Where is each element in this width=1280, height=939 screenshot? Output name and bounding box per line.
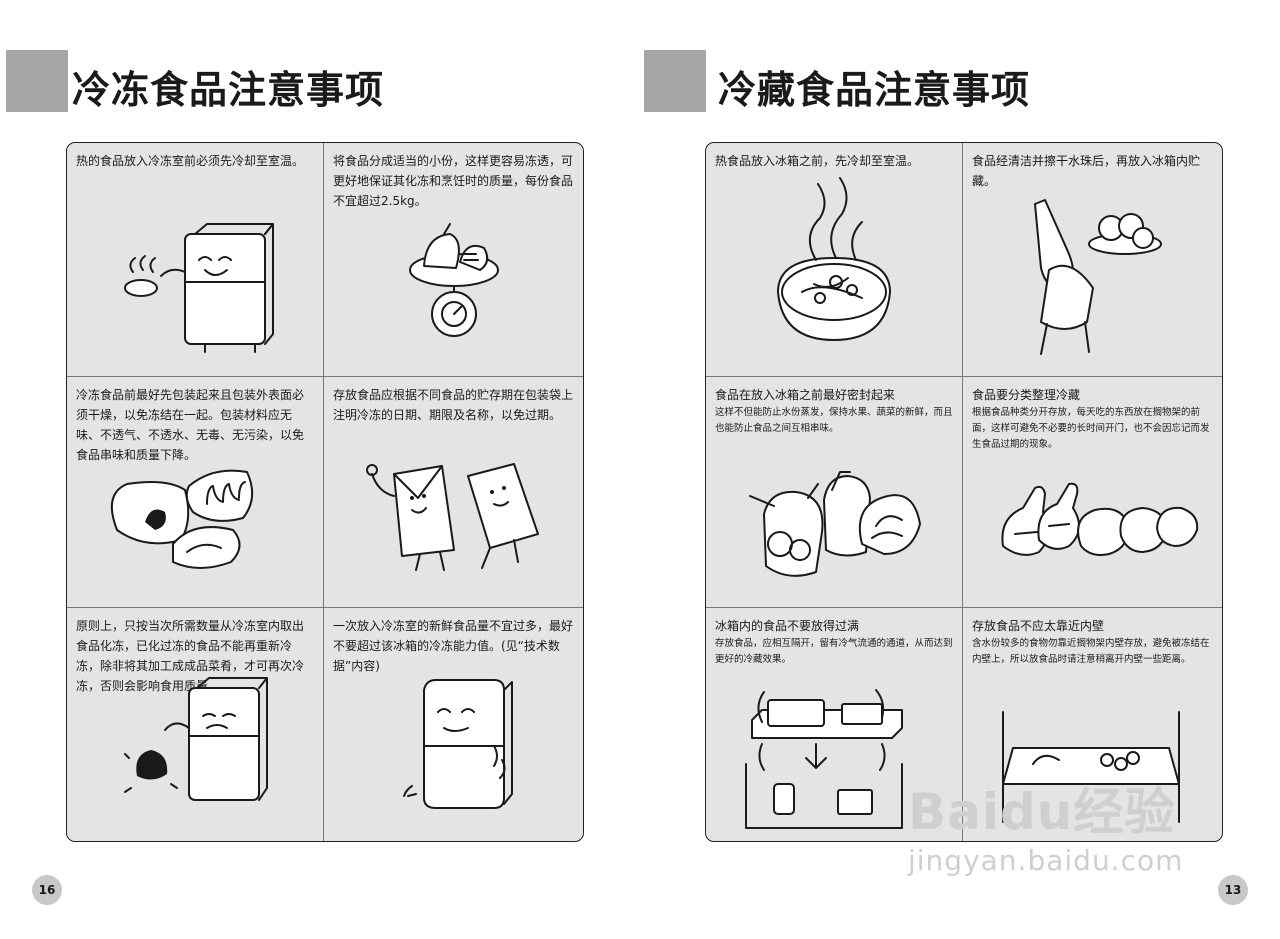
tip-text: 将食品分成适当的小份，这样更容易冻透，可更好地保证其化冻和烹饪时的质量，每份食品…	[333, 154, 574, 208]
page-title: 冷冻食品注意事项	[72, 68, 385, 112]
scale-meat-illustration	[409, 223, 499, 337]
tip-text: 存放食品应根据不同食品的贮存期在包装袋上注明冷冻的日期、期限及名称，以免过期。	[333, 388, 574, 422]
fridge-hot-food-illustration	[124, 223, 274, 353]
tip-detail: 含水份较多的食物勿靠近搁物架内壁存放，避免被冻结在内壁上，所以放食品时请注意稍离…	[972, 638, 1210, 665]
tip-cell: 原则上，只按当次所需数量从冷冻室内取出食品化冻，已化过冻的食品不能再重新冷冻，除…	[67, 608, 324, 841]
tip-text: 原则上，只按当次所需数量从冷冻室内取出食品化冻，已化过冻的食品不能再重新冷冻，除…	[76, 619, 305, 693]
tips-panel: 热食品放入冰箱之前，先冷却至室温。 食品经清洁并擦干水珠后，再放入冰箱内贮藏。	[705, 142, 1223, 842]
sorted-food-illustration	[1001, 482, 1199, 556]
thawed-food-fridge-illustration	[124, 677, 268, 801]
labeled-packages-illustration	[366, 463, 539, 571]
tip-text: 冷冻食品前最好先包装起来且包装外表面必须干燥，以免冻结在一起。包装材料应无味、不…	[76, 388, 305, 462]
watermark-logo-text: Baidu经验	[908, 783, 1176, 841]
left-page: 冷冻食品注意事项 热的食品放入冷冻室前必须先冷却至室温。 将食品分成适当的小份，…	[6, 50, 584, 905]
sealed-bags-illustration	[749, 471, 921, 577]
shelf-airflow-illustration	[745, 689, 903, 829]
header-block	[6, 50, 68, 112]
tip-text: 一次放入冷冻室的新鲜食品量不宜过多，最好不要超过该冰箱的冷冻能力值。(见“技术数…	[333, 619, 574, 673]
shelf-wall-distance-illustration	[1002, 711, 1180, 823]
hot-bowl-illustration	[777, 177, 891, 341]
tip-heading: 存放食品不应太靠近内壁	[972, 619, 1105, 633]
tip-heading: 冰箱内的食品不要放得过满	[715, 619, 860, 633]
watermark: Baidu经验 jingyan.baidu.com	[908, 785, 1183, 877]
tip-text: 热的食品放入冷冻室前必须先冷却至室温。	[76, 154, 305, 168]
tip-cell: 热的食品放入冷冻室前必须先冷却至室温。	[67, 143, 324, 377]
tip-detail: 根据食品种类分开存放，每天吃的东西放在搁物架的前面，这样可避免不必要的长时间开门…	[972, 407, 1210, 450]
wrapped-food-illustration	[110, 469, 254, 569]
page-number: 16	[32, 875, 62, 905]
header-block	[644, 50, 706, 112]
tip-heading: 食品要分类整理冷藏	[972, 388, 1081, 402]
tip-heading: 热食品放入冰箱之前，先冷却至室温。	[715, 154, 920, 168]
tip-cell: 冰箱内的食品不要放得过满 存放食品，应相互隔开，留有冷气流通的通道，从而达到更好…	[706, 608, 963, 841]
overloaded-fridge-illustration	[403, 679, 513, 809]
page-number: 13	[1218, 875, 1248, 905]
tip-cell: 冷冻食品前最好先包装起来且包装外表面必须干燥，以免冻结在一起。包装材料应无味、不…	[67, 377, 324, 608]
tip-heading: 食品在放入冰箱之前最好密封起来	[715, 388, 896, 402]
tip-detail: 存放食品，应相互隔开，留有冷气流通的通道，从而达到更好的冷藏效果。	[715, 638, 953, 665]
tip-cell: 将食品分成适当的小份，这样更容易冻透，可更好地保证其化冻和烹饪时的质量，每份食品…	[324, 143, 583, 377]
page-title: 冷藏食品注意事项	[718, 68, 1031, 112]
tip-heading: 食品经清洁并擦干水珠后，再放入冰箱内贮藏。	[972, 154, 1201, 188]
tip-cell: 热食品放入冰箱之前，先冷却至室温。	[706, 143, 963, 377]
tip-cell: 一次放入冷冻室的新鲜食品量不宜过多，最好不要超过该冰箱的冷冻能力值。(见“技术数…	[324, 608, 583, 841]
bottle-cloth-illustration	[1034, 199, 1162, 355]
tip-cell: 存放食品不应太靠近内壁 含水份较多的食物勿靠近搁物架内壁存放，避免被冻结在内壁上…	[963, 608, 1222, 841]
watermark-url: jingyan.baidu.com	[908, 844, 1184, 877]
tip-detail: 这样不但能防止水份蒸发，保持水果、蔬菜的新鲜，而且也能防止食品之间互相串味。	[715, 407, 953, 434]
tip-cell: 食品经清洁并擦干水珠后，再放入冰箱内贮藏。	[963, 143, 1222, 377]
tip-cell: 存放食品应根据不同食品的贮存期在包装袋上注明冷冻的日期、期限及名称，以免过期。	[324, 377, 583, 608]
right-page: 冷藏食品注意事项 热食品放入冰箱之前，先冷却至室温。 食品经清洁并擦干水珠后，再…	[640, 0, 1280, 939]
tip-cell: 食品在放入冰箱之前最好密封起来 这样不但能防止水份蒸发，保持水果、蔬菜的新鲜，而…	[706, 377, 963, 608]
tip-cell: 食品要分类整理冷藏 根据食品种类分开存放，每天吃的东西放在搁物架的前面，这样可避…	[963, 377, 1222, 608]
tips-panel: 热的食品放入冷冻室前必须先冷却至室温。 将食品分成适当的小份，这样更容易冻透，可…	[66, 142, 584, 842]
